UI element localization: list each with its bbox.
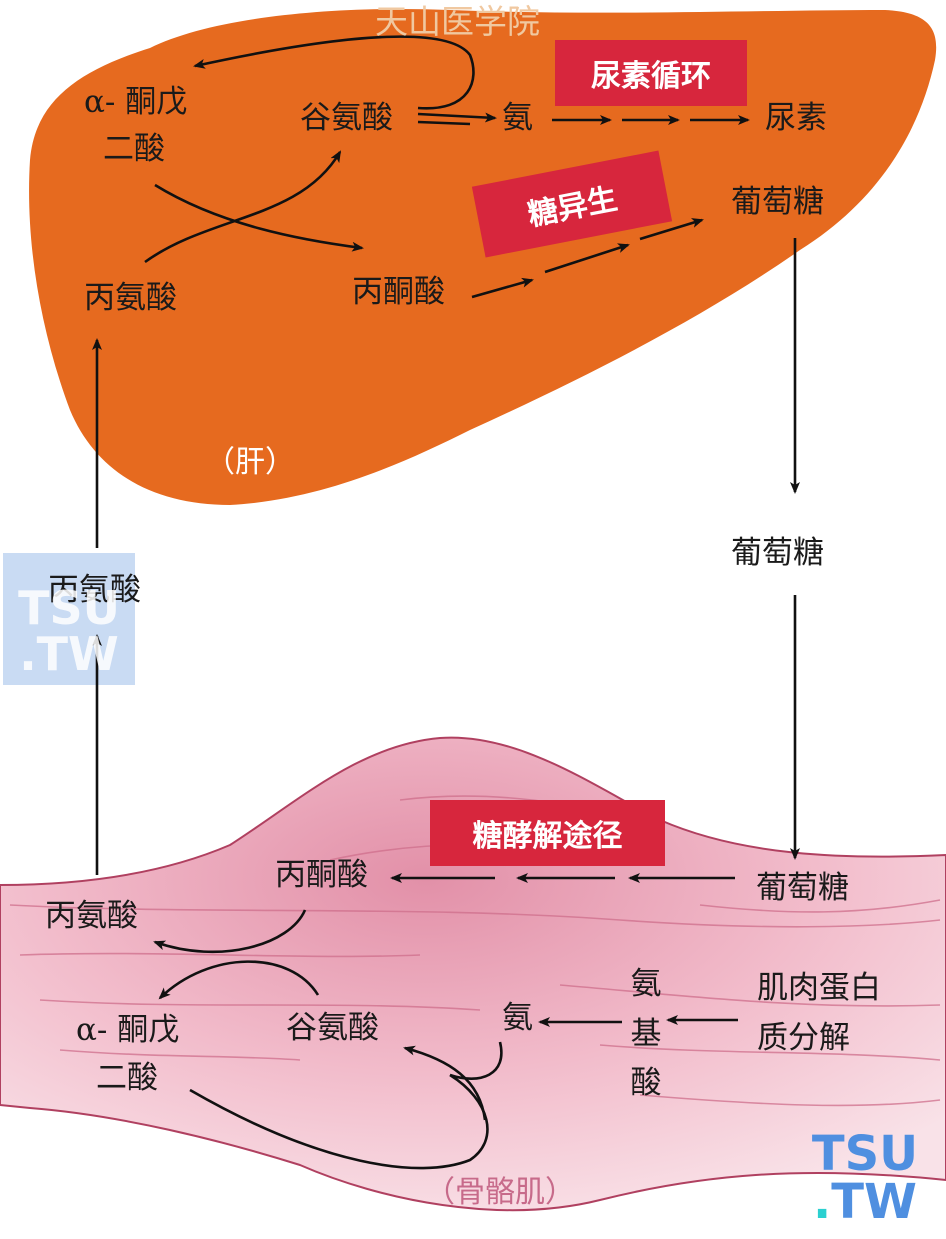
bottom-right-watermark: TSU .TW (795, 1130, 935, 1226)
liver-pyruvate-label: 丙酮酸 (352, 274, 445, 310)
liver-urea-label: 尿素 (765, 100, 827, 136)
liver-glucose-label: 葡萄糖 (731, 184, 824, 220)
muscle-protein-breakdown-line1: 肌肉蛋白 (757, 970, 881, 1006)
muscle-alpha-ketoglutarate-line1: α- 酮戊 (76, 1012, 180, 1048)
muscle-alpha-ketoglutarate-line2: 二酸 (96, 1060, 158, 1096)
left-watermark: TSU .TW (3, 585, 135, 677)
bottom-watermark-line2-wrap: .TW (795, 1178, 935, 1226)
muscle-glucose-label: 葡萄糖 (756, 870, 849, 906)
liver-glutamate-label: 谷氨酸 (300, 100, 393, 136)
bottom-watermark-line1: TSU (811, 1126, 919, 1182)
bottom-watermark-line2: TW (831, 1174, 917, 1230)
liver-ammonia-label: 氨 (502, 100, 533, 136)
watermark-box (3, 553, 135, 685)
left-watermark-line1: TSU (18, 581, 120, 635)
left-watermark-line2-wrap: .TW (3, 631, 135, 677)
arrow-glu-to-akg-loop (193, 35, 475, 110)
muscle-fibers (9, 795, 941, 1107)
liver-shape (29, 8, 937, 506)
left-watermark-line2: TW (36, 627, 119, 681)
blood-glucose-label: 葡萄糖 (731, 535, 824, 571)
liver-alanine-label: 丙氨酸 (84, 280, 177, 316)
liver-organ-label: （肝） (205, 445, 295, 480)
glycolysis-badge: 糖酵解途径 (430, 800, 665, 866)
liver-alpha-ketoglutarate-line1: α- 酮戊 (84, 84, 188, 120)
blood-alanine-label: 丙氨酸 (48, 572, 141, 608)
bottom-watermark-dot: . (813, 1174, 832, 1230)
liver-alpha-ketoglutarate-line2: 二酸 (103, 131, 165, 167)
muscle-ammonia-label: 氨 (502, 1000, 533, 1036)
top-watermark-text: 天山医学院 (375, 2, 540, 41)
muscle-pyruvate-label: 丙酮酸 (275, 857, 368, 893)
arrows (92, 35, 800, 1170)
muscle-shape (0, 736, 946, 1212)
left-watermark-dot: . (19, 627, 37, 681)
urea-cycle-badge: 尿素循环 (555, 40, 747, 106)
muscle-organ-label: （骨骼肌） (425, 1175, 575, 1210)
muscle-alanine-label: 丙氨酸 (45, 898, 138, 934)
muscle-protein-breakdown-line2: 质分解 (757, 1020, 850, 1056)
muscle-glutamate-label: 谷氨酸 (286, 1010, 379, 1046)
muscle-amino-acid-label: 氨基酸 (630, 966, 662, 1102)
